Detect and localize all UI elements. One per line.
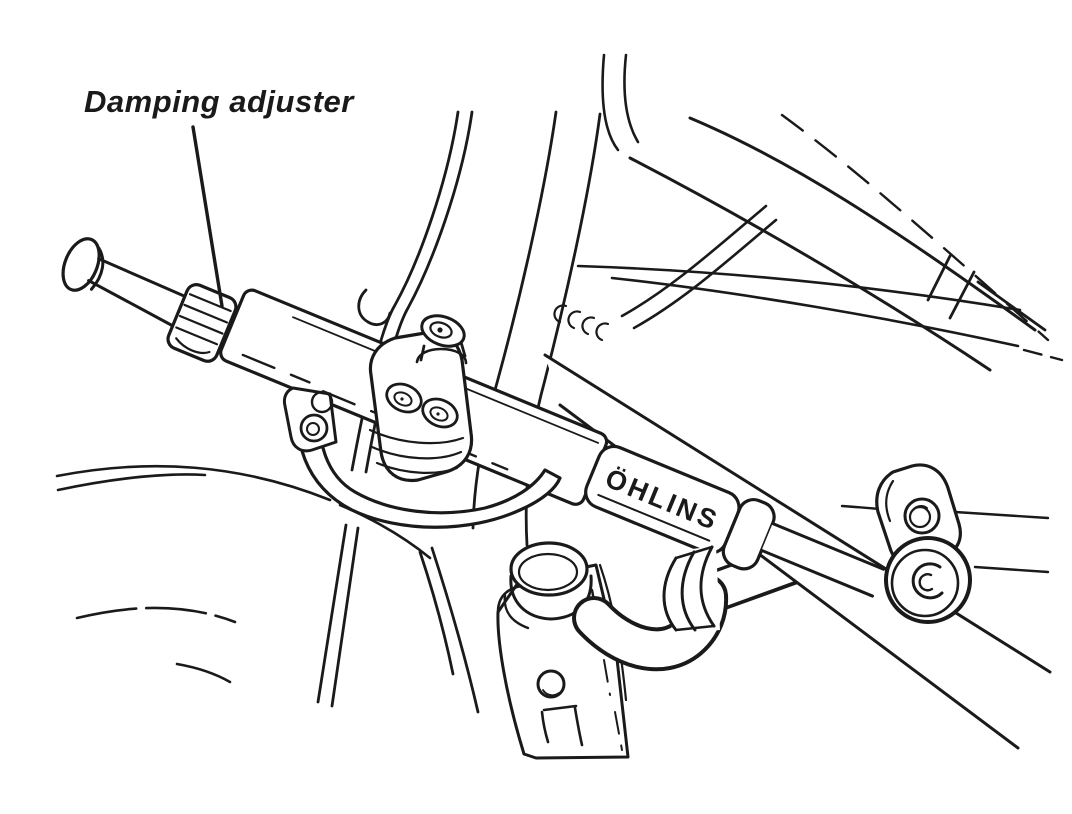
clamp-stud — [415, 314, 468, 365]
rod-end-eyelet — [884, 536, 972, 624]
bracket-hole — [536, 669, 566, 699]
rod-end-cap — [61, 237, 105, 292]
clamp-side-tab — [282, 386, 338, 453]
bracket-slot — [540, 704, 584, 747]
damper-shaft — [760, 522, 886, 598]
frame-tubes — [553, 53, 1064, 574]
cable-hook — [357, 288, 392, 326]
front-wheel-arcs — [55, 464, 432, 684]
rear-bracket-bolt — [903, 497, 941, 535]
knurled-adjuster-knob — [166, 283, 238, 363]
damping-adjuster-label: Damping adjuster — [84, 84, 355, 119]
clamp-ribs — [368, 428, 465, 474]
leader-line — [191, 125, 224, 308]
fork-clamp-band — [296, 390, 562, 529]
hose-clamp-rings — [662, 545, 720, 634]
annotation: Damping adjuster — [84, 84, 355, 308]
rear-mount — [875, 463, 972, 624]
damper-rod — [87, 257, 189, 329]
steering-stem-boss — [503, 541, 595, 630]
frame-collar — [926, 254, 1047, 332]
clamp-bolts — [385, 382, 459, 429]
fork-clamp — [282, 288, 562, 529]
